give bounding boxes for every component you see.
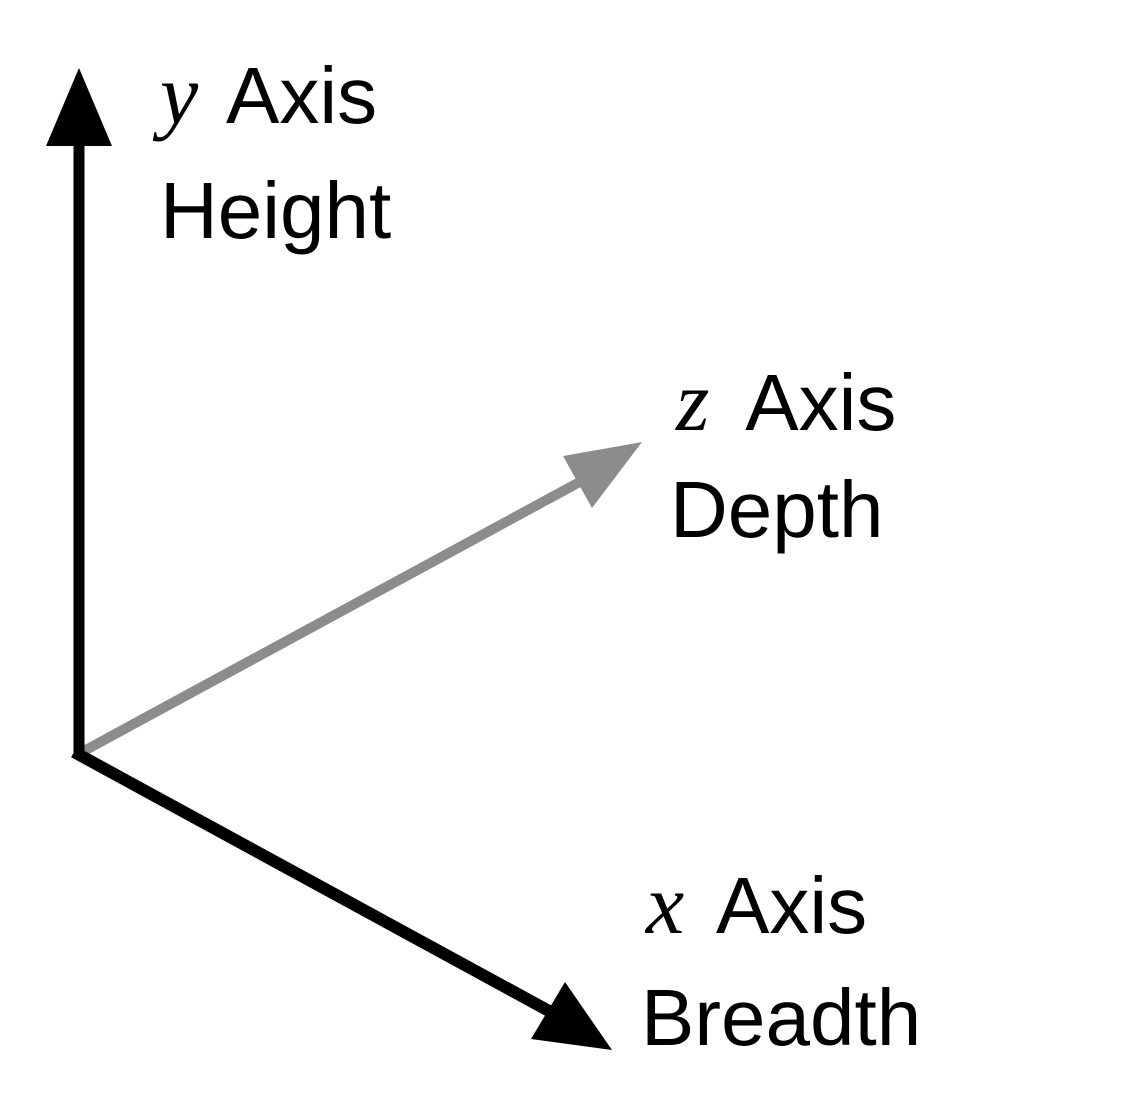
z-axis-meaning: Depth	[670, 465, 883, 554]
y-axis-variable: y	[152, 46, 199, 142]
x-axis-variable: x	[644, 856, 684, 952]
z-axis-title: Axis	[745, 358, 896, 447]
y-axis-label: y Axis Height	[152, 46, 391, 255]
z-axis-arrow	[79, 442, 642, 757]
x-axis-line	[71, 746, 563, 1023]
z-axis-arrowhead	[563, 442, 642, 508]
z-axis-variable: z	[675, 353, 709, 449]
y-axis-arrowhead	[46, 68, 112, 146]
svg-text:x Axis: x Axis	[644, 856, 867, 952]
svg-text:z Axis: z Axis	[675, 353, 896, 449]
y-axis-title: Axis	[226, 51, 377, 140]
z-axis-label: z Axis Depth	[670, 353, 896, 554]
svg-text:y Axis: y Axis	[152, 46, 377, 142]
x-axis-title: Axis	[716, 861, 867, 950]
x-axis-label: x Axis Breadth	[641, 856, 921, 1062]
y-axis-meaning: Height	[160, 166, 391, 255]
z-axis-line	[79, 467, 601, 757]
y-axis-arrow	[46, 68, 112, 757]
x-axis-arrowhead	[531, 982, 612, 1050]
x-axis-meaning: Breadth	[641, 973, 921, 1062]
x-axis-arrow	[71, 746, 612, 1050]
